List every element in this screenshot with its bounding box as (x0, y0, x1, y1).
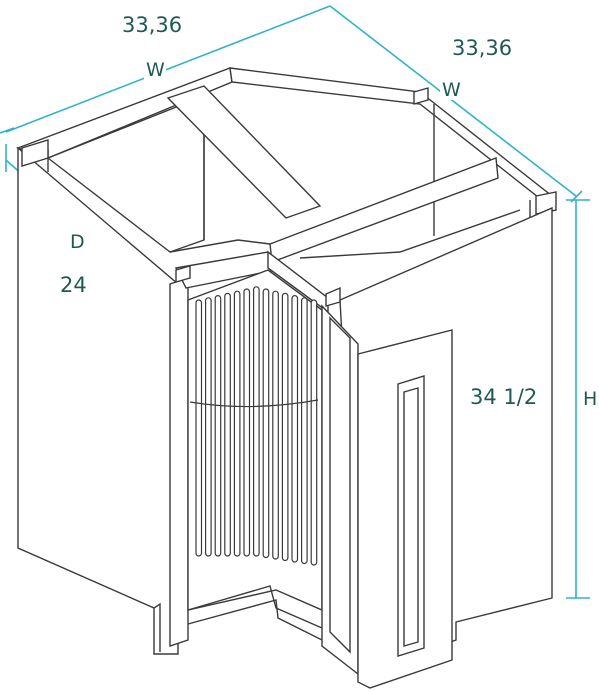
lazy-susan-slot (262, 288, 270, 559)
cabinet-outline (15, 67, 557, 689)
floor-edge (169, 239, 271, 253)
corner-bracket (175, 265, 191, 283)
lazy-susan-slot (310, 299, 318, 566)
label-backdrop (144, 58, 166, 80)
door-left (321, 304, 359, 676)
width-letter-right: W (442, 79, 461, 101)
lazy-susan-slot (195, 299, 203, 557)
door-left-panel (329, 316, 351, 654)
lazy-susan-slot (214, 295, 222, 557)
cabinet-left-side (17, 146, 179, 655)
width-letter-top: W (146, 59, 165, 81)
lazy-susan-slot (224, 292, 231, 557)
depth-value: 24 (60, 273, 87, 297)
dimension-tick (0, 127, 15, 134)
lazy-susan-slot (291, 295, 299, 563)
depth-letter: D (70, 231, 85, 253)
lazy-susan-shelf-edge (189, 399, 319, 408)
cabinet-base-edge (187, 585, 323, 629)
lazy-susan-slot (272, 290, 279, 560)
lazy-susan-slot (253, 286, 260, 557)
width-value-top: 33,36 (122, 13, 182, 37)
lazy-susan-slots (189, 286, 319, 566)
label-backdrop (582, 386, 599, 410)
width-dimension-line-top (5, 5, 331, 133)
height-value: 34 1/2 (470, 385, 537, 409)
corner-block-left (21, 139, 49, 167)
lazy-susan-slot (205, 297, 212, 557)
toe-kick (153, 602, 161, 652)
corner-bracket (413, 87, 429, 105)
lazy-susan-slot (301, 297, 308, 565)
floor-edge (299, 209, 521, 259)
door-right-panel-inner (403, 387, 419, 647)
door-right (357, 329, 453, 689)
height-letter: H (583, 388, 597, 410)
door-right-panel (397, 375, 425, 657)
label-backdrop (440, 76, 464, 100)
face-frame-left-stile (169, 277, 189, 647)
stretcher-diagonal (166, 85, 322, 219)
width-value-right: 33,36 (452, 36, 512, 60)
corner-bracket (325, 286, 341, 307)
cabinet-base-edge (187, 599, 323, 641)
lazy-susan-slot (233, 290, 241, 557)
label-backdrop (68, 228, 88, 252)
width-dimension-line-right (329, 5, 577, 197)
lazy-susan-slot (243, 288, 251, 557)
lazy-susan-slot (281, 292, 289, 562)
